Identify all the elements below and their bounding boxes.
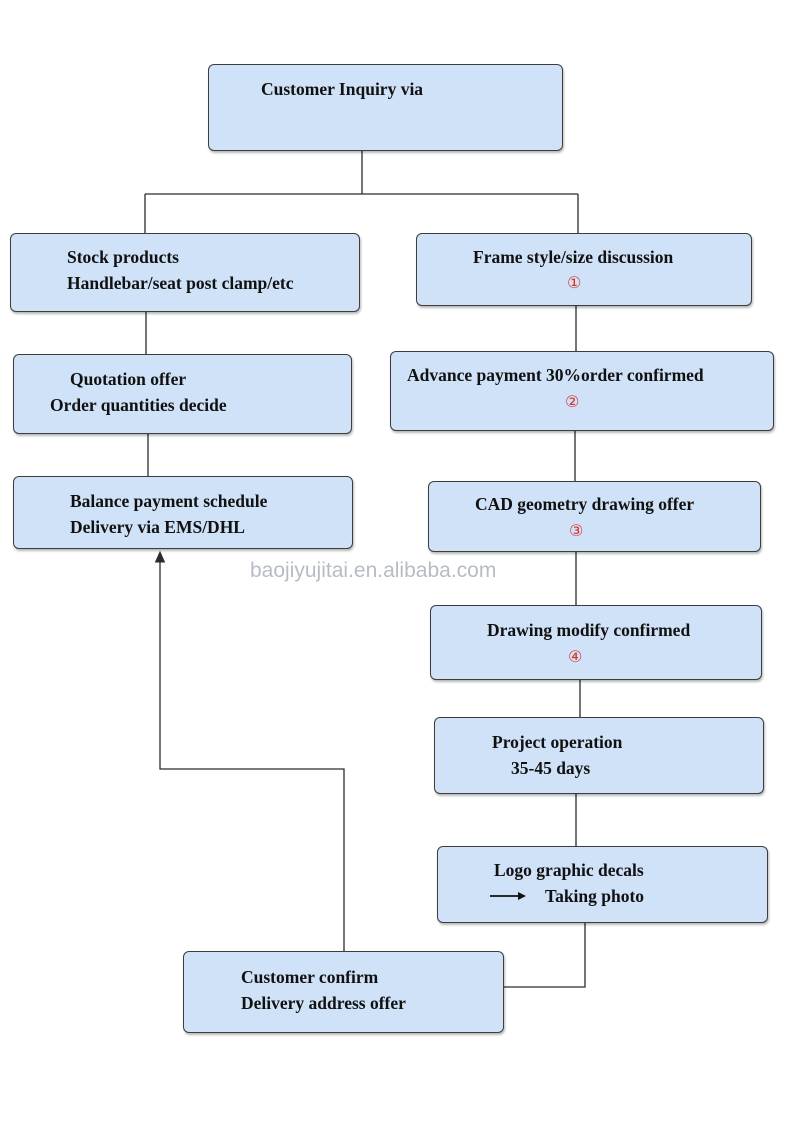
node-text: Handlebar/seat post clamp/etc: [67, 273, 294, 293]
node-customer-confirm: Customer confirm Delivery address offer: [183, 951, 504, 1033]
connector-logo-confirm: [504, 923, 586, 988]
node-logo-graphic: Logo graphic decals Taking photo: [437, 846, 768, 923]
watermark-text: baojiyujitai.en.alibaba.com: [250, 559, 497, 582]
arrow-right-icon: [490, 892, 526, 900]
node-stock-products: Stock products Handlebar/seat post clamp…: [10, 233, 360, 312]
step-number-3: ③: [569, 521, 584, 540]
node-text: Taking photo: [545, 886, 645, 906]
node-text: Project operation: [492, 732, 623, 752]
node-text: Order quantities decide: [50, 395, 227, 415]
node-text: Delivery address offer: [241, 993, 406, 1013]
node-customer-inquiry: Customer Inquiry via: [208, 64, 563, 151]
connector-confirm-balance: [154, 550, 345, 952]
node-text: Delivery via EMS/DHL: [70, 517, 245, 537]
node-text: Advance payment 30%order confirmed: [407, 365, 704, 385]
node-text: Customer confirm: [241, 967, 379, 987]
node-text: Balance payment schedule: [70, 491, 268, 511]
node-project-operation: Project operation 35-45 days: [434, 717, 764, 794]
node-text: Quotation offer: [70, 369, 187, 389]
node-text: Customer Inquiry via: [261, 79, 424, 99]
node-text: Drawing modify confirmed: [487, 620, 691, 640]
step-number-1: ①: [567, 273, 582, 292]
node-quotation-offer: Quotation offer Order quantities decide: [13, 354, 352, 434]
node-frame-style: Frame style/size discussion ①: [416, 233, 752, 306]
node-text: Logo graphic decals: [494, 860, 644, 880]
node-drawing-modify: Drawing modify confirmed ④: [430, 605, 762, 680]
node-text: 35-45 days: [511, 758, 591, 778]
node-text: Stock products: [67, 247, 179, 267]
node-text: Frame style/size discussion: [473, 247, 674, 267]
step-number-4: ④: [568, 647, 583, 666]
node-balance-payment: Balance payment schedule Delivery via EM…: [13, 476, 353, 549]
step-number-2: ②: [565, 392, 580, 411]
node-advance-payment: Advance payment 30%order confirmed ②: [390, 351, 774, 431]
node-cad-drawing: CAD geometry drawing offer ③: [428, 481, 761, 552]
node-text: CAD geometry drawing offer: [475, 494, 695, 514]
